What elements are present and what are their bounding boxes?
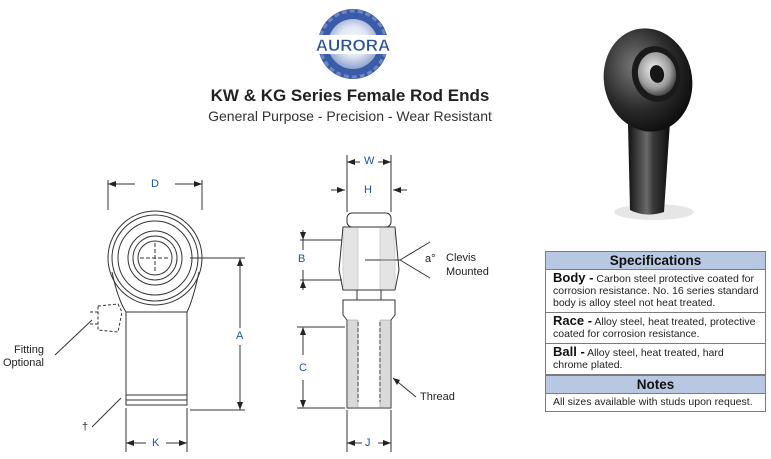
clevis-note-line1: Clevis xyxy=(446,252,476,264)
page-title: KW & KG Series Female Rod Ends xyxy=(210,86,490,105)
aurora-logo: AURORA xyxy=(306,9,400,79)
dimension-j: J xyxy=(365,437,371,449)
dimension-a: A xyxy=(236,330,244,342)
dimension-d: D xyxy=(151,178,159,190)
rod-end-photo xyxy=(603,28,694,220)
fitting-note-line1: Fitting xyxy=(14,344,44,356)
technical-drawing xyxy=(54,155,431,452)
notes-header: Notes xyxy=(546,375,765,394)
notes-text: All sizes available with studs upon requ… xyxy=(553,396,753,408)
dagger-note: † xyxy=(82,421,89,433)
dimension-angle: a° xyxy=(425,253,436,265)
dimension-k: K xyxy=(152,437,160,449)
spec-name: Race - xyxy=(553,313,593,328)
spec-text: Carbon steel protective coated for corro… xyxy=(553,273,759,309)
dimension-c: C xyxy=(299,362,307,374)
fitting-note-line2: Optional xyxy=(3,357,44,369)
thread-note: Thread xyxy=(420,391,455,403)
dimension-b: B xyxy=(298,253,306,265)
spec-row-body: Body - Carbon steel protective coated fo… xyxy=(546,270,765,313)
logo-text: AURORA xyxy=(316,36,391,55)
page-subtitle: General Purpose - Precision - Wear Resis… xyxy=(208,108,492,124)
spec-row-ball: Ball - Alloy steel, heat treated, hard c… xyxy=(546,344,765,375)
specifications-table: Specifications Body - Carbon steel prote… xyxy=(545,251,766,412)
specifications-header: Specifications xyxy=(546,252,765,270)
spec-name: Body - xyxy=(553,270,594,285)
spec-row-race: Race - Alloy steel, heat treated, protec… xyxy=(546,313,765,344)
spec-name: Ball - xyxy=(553,344,585,359)
spec-text: Alloy steel, heat treated, hard chrome p… xyxy=(553,347,724,371)
dimension-w: W xyxy=(364,155,375,167)
dimension-h: H xyxy=(364,184,372,196)
clevis-note-line2: Mounted xyxy=(446,266,489,278)
spec-text: Alloy steel, heat treated, protective co… xyxy=(553,316,756,340)
